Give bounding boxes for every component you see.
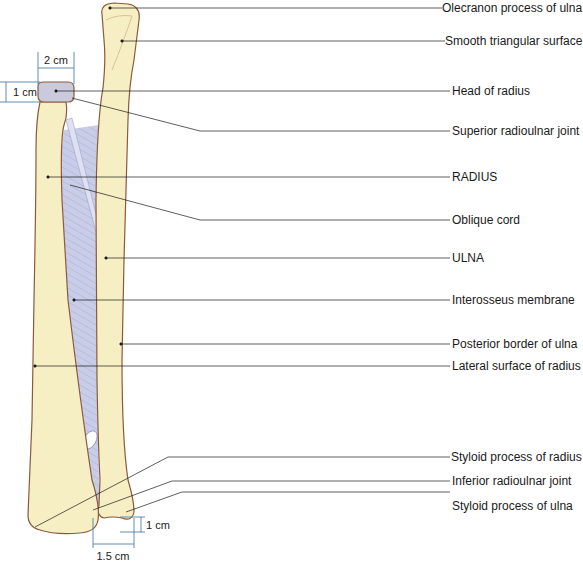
dimension-label: 1.5 cm bbox=[97, 549, 130, 563]
dimension-label: 1 cm bbox=[146, 518, 170, 532]
part-label: Smooth triangular surface bbox=[445, 34, 582, 48]
part-label: Lateral surface of radius bbox=[452, 359, 581, 373]
part-label: Oblique cord bbox=[452, 213, 520, 227]
ulna-bone bbox=[96, 3, 139, 519]
part-label: Superior radioulnar joint bbox=[452, 124, 579, 138]
part-label: Inferior radioulnar joint bbox=[452, 474, 571, 488]
part-label: Olecranon process of ulna bbox=[442, 1, 582, 15]
part-label: RADIUS bbox=[452, 170, 497, 184]
oblique-cord bbox=[66, 118, 100, 232]
triangular-surface bbox=[106, 16, 132, 71]
radius-bone bbox=[28, 102, 98, 534]
part-label: Styloid process of radius bbox=[451, 450, 582, 464]
part-label: Interosseus membrane bbox=[452, 293, 575, 307]
part-label: ULNA bbox=[452, 251, 484, 265]
part-label: Styloid process of ulna bbox=[452, 499, 573, 513]
dimension-label: 1 cm bbox=[13, 85, 37, 99]
dimension-label: 2 cm bbox=[44, 53, 68, 67]
part-label: Posterior border of ulna bbox=[452, 337, 577, 351]
radius-head bbox=[38, 82, 74, 102]
part-label: Head of radius bbox=[452, 84, 530, 98]
leader-lines bbox=[34, 7, 450, 527]
